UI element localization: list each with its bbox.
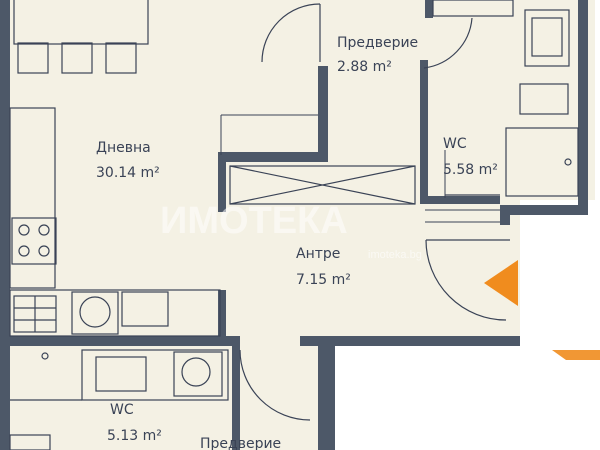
- wall-shaft-left: [218, 152, 226, 212]
- wc-right-name: WC: [443, 136, 467, 152]
- burner-1: [18, 224, 30, 236]
- dnevna-area: 30.14 m²: [96, 165, 160, 181]
- wc-bottom-area: 5.13 m²: [107, 428, 162, 444]
- shaft: [229, 165, 416, 205]
- lower-counter: [9, 289, 221, 337]
- wall-living-partition: [218, 290, 226, 345]
- wall-wc-right: [232, 336, 240, 450]
- wall-living-bottom: [0, 336, 235, 346]
- wc-bottom-vanity: [81, 349, 229, 401]
- dining-table: [13, 0, 149, 45]
- living-room-floor: [8, 0, 223, 340]
- predverie-top-name: Предверие: [337, 35, 418, 51]
- wall-left-outer: [0, 0, 10, 450]
- kitchen-counter: [9, 107, 56, 289]
- wc-bottom-basin: [95, 356, 147, 392]
- room-labels: Предверие 2.88 m² Дневна 30.14 m² WC 5.5…: [96, 35, 498, 450]
- wall-wc-bottom: [420, 196, 500, 204]
- predverie-top-area: 2.88 m²: [337, 59, 392, 75]
- furniture: [9, 0, 579, 450]
- wall-bottom-hall: [318, 336, 326, 450]
- wc-bottom-dot: [41, 352, 49, 360]
- burner-2: [38, 224, 50, 236]
- floor-areas: [8, 0, 595, 450]
- wc-bathtub: [519, 83, 569, 115]
- wc-fixture-1: [524, 9, 570, 67]
- wall-top-right-upper: [425, 0, 433, 18]
- watermark-url: imoteka.bg: [368, 249, 422, 261]
- wall-right-step: [500, 205, 588, 215]
- antre-name: Антре: [296, 246, 340, 262]
- bottom-hall-floor: [238, 340, 328, 450]
- antre-area: 7.15 m²: [296, 272, 351, 288]
- wc-fixture-1-inner: [531, 17, 563, 57]
- wall-right-outer: [578, 0, 588, 210]
- wall-lower-right-edge: [325, 336, 335, 450]
- wc-cabinet-top: [432, 0, 514, 17]
- chair-2: [61, 42, 93, 74]
- fridge-box: [121, 291, 169, 327]
- wall-hall-top-left: [218, 152, 328, 162]
- entrance-arrow-icon: [484, 260, 518, 306]
- burner-4: [38, 245, 50, 257]
- wc-bottom-washer-drum: [181, 357, 211, 387]
- door-swing-bottom: [239, 349, 311, 421]
- wc-bottom-name: WC: [110, 402, 134, 418]
- wc-right-floor: [420, 0, 595, 200]
- wall-top-left-stub: [0, 0, 10, 46]
- wc-bottom-washer: [173, 351, 223, 397]
- door-swing-top: [261, 3, 321, 63]
- wall-entry-bottom: [300, 336, 520, 346]
- wc-right-area: 5.58 m²: [443, 162, 498, 178]
- wall-hall-vertical: [318, 66, 328, 156]
- washer-upper: [71, 291, 119, 335]
- wc-drain: [564, 158, 572, 166]
- washer-upper-drum: [79, 296, 111, 328]
- entrance-arrow-icon-lower: [552, 350, 600, 360]
- predverie-bottom-name: Предверие: [200, 436, 281, 450]
- wall-wc-left: [420, 60, 428, 200]
- chair-1: [17, 42, 49, 74]
- dnevna-name: Дневна: [96, 140, 151, 156]
- watermark-brand: ИМОТЕКА: [160, 200, 348, 242]
- door-swing-right: [423, 17, 473, 69]
- exterior-overlay-top: [520, 218, 600, 343]
- stove: [11, 217, 57, 265]
- wall-right-lower: [500, 205, 510, 225]
- wall-lines: [220, 114, 500, 223]
- chair-3: [105, 42, 137, 74]
- wc-shower: [505, 127, 579, 197]
- door-swing-entry: [425, 239, 507, 321]
- exterior-overlay-bottom: [335, 350, 600, 450]
- watermark: ИМОТЕКА imoteka.bg: [160, 200, 422, 261]
- shaft-diag-2: [229, 165, 416, 205]
- burner-3: [18, 245, 30, 257]
- wc-bottom-tub-edge: [9, 434, 51, 450]
